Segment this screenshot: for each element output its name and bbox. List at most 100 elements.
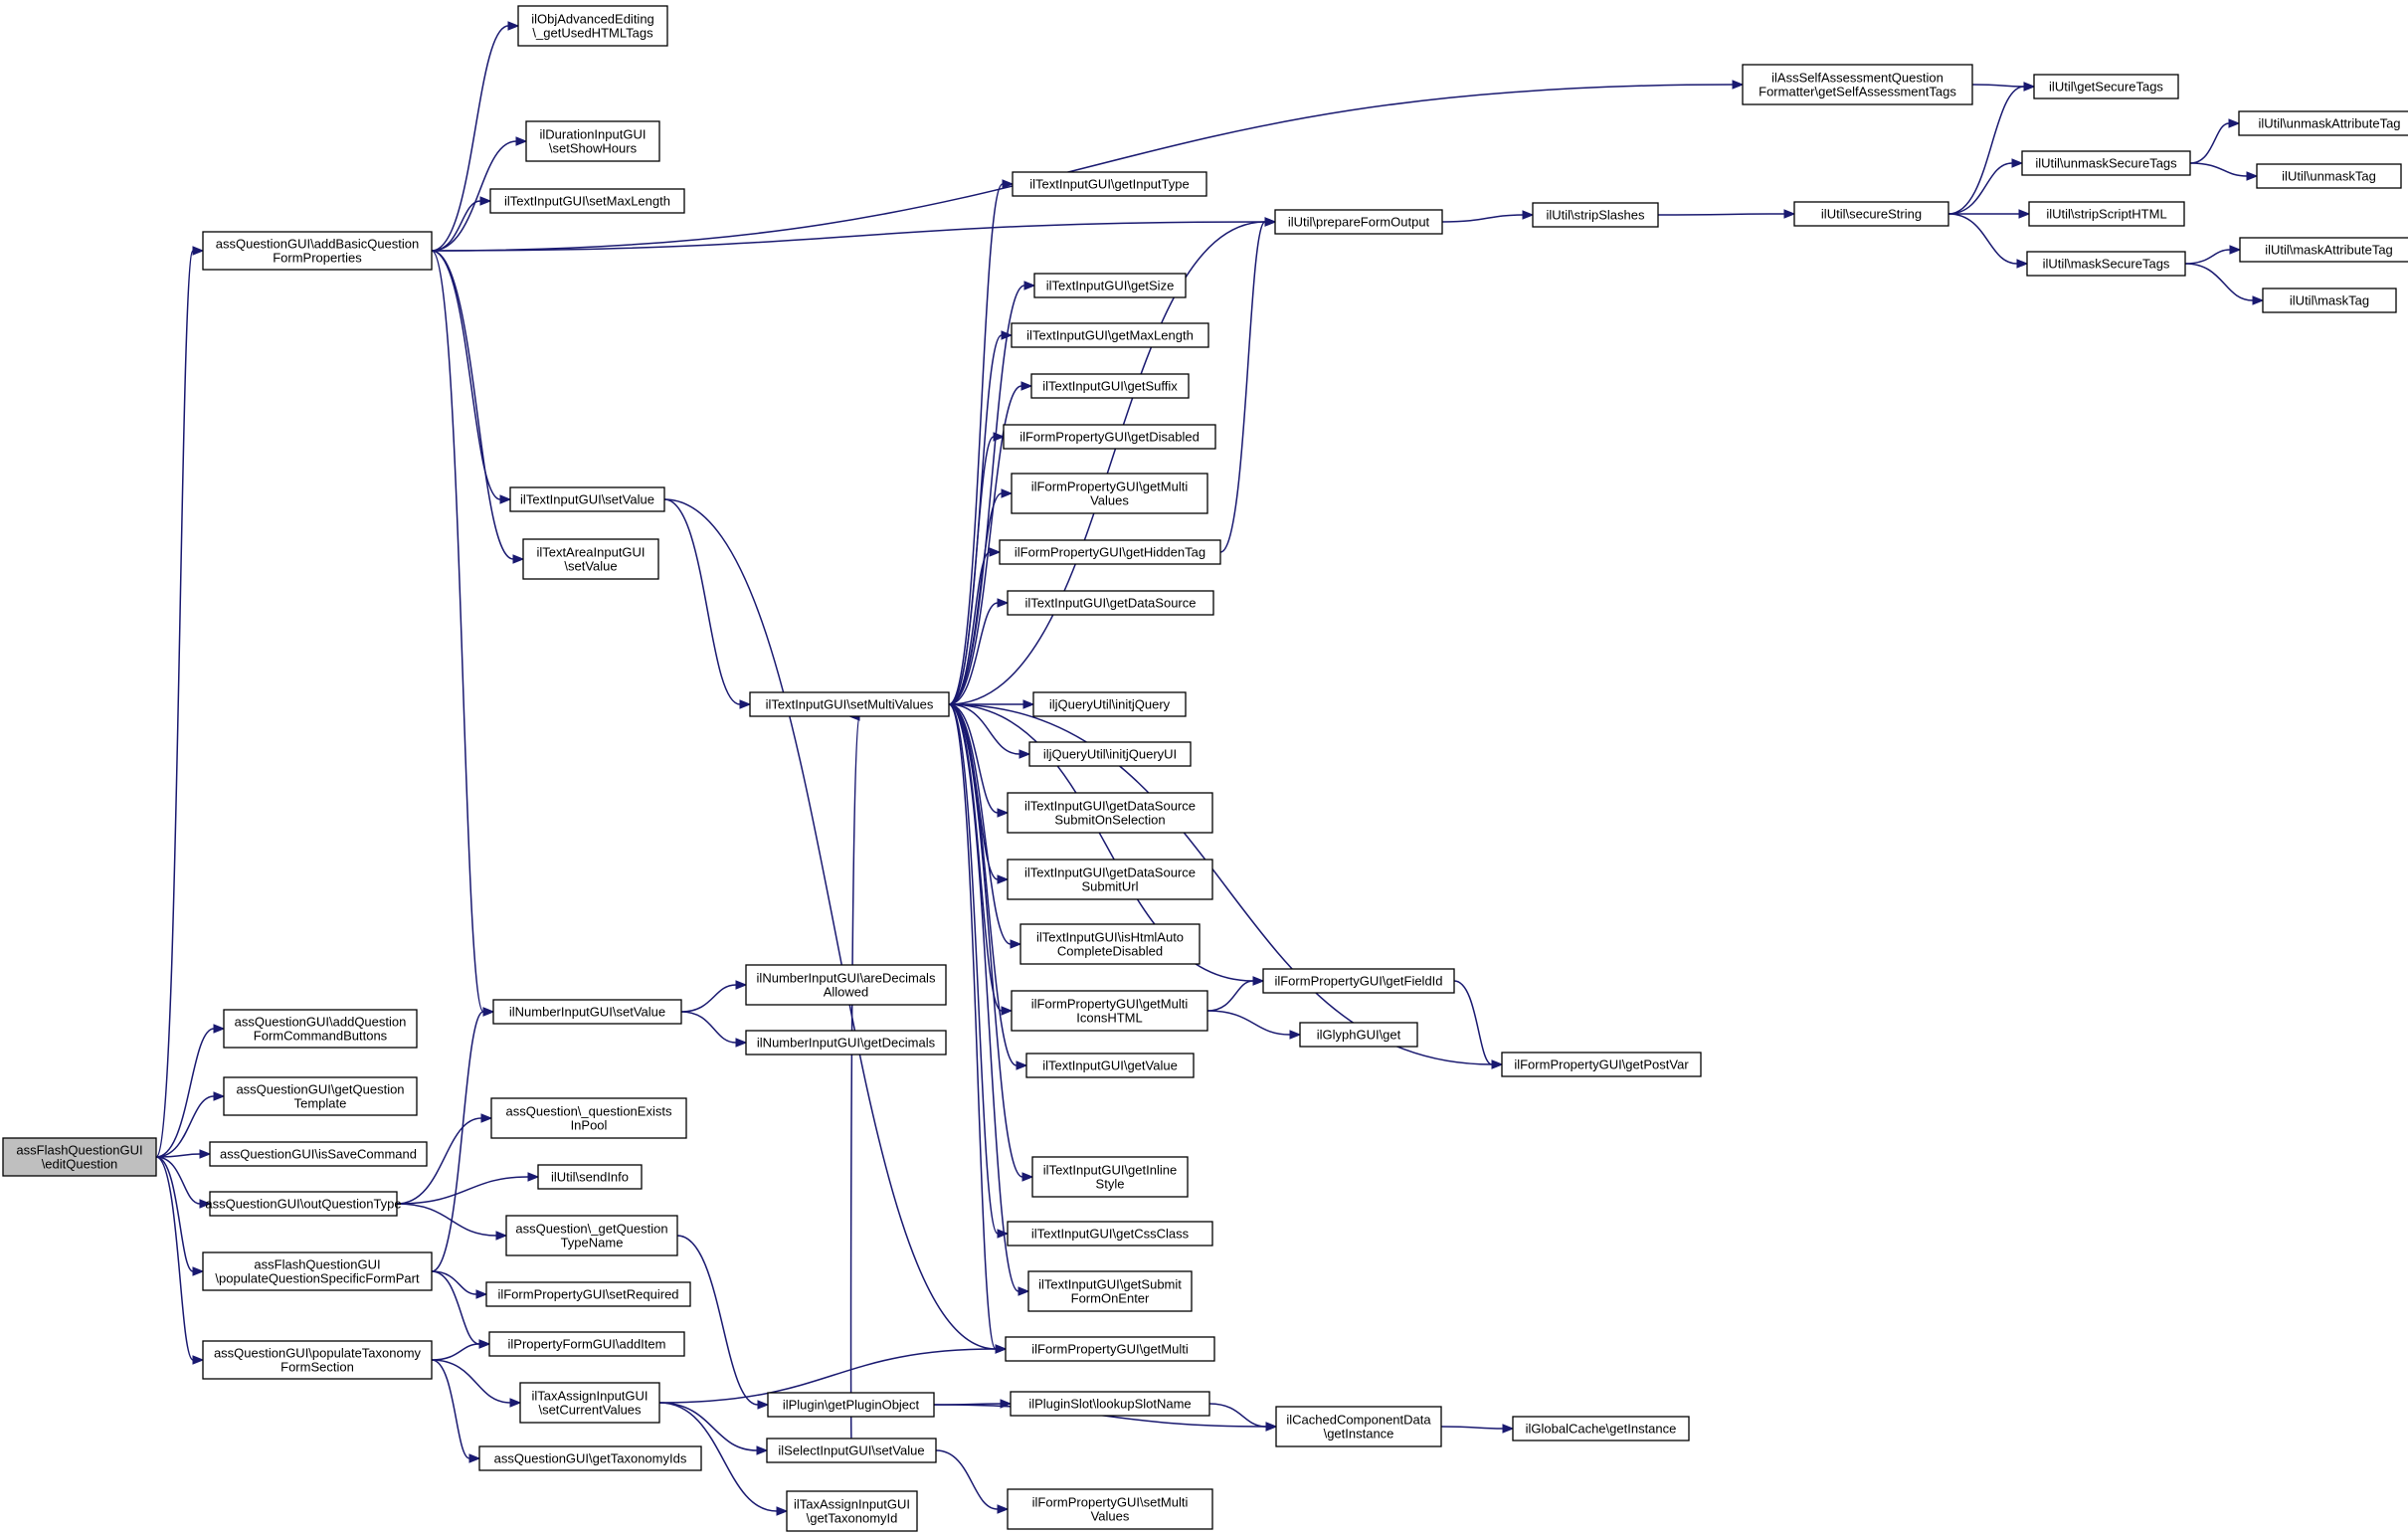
node-getSecureTags[interactable]: ilUtil\getSecureTags (2033, 74, 2179, 99)
node-getUsedHTMLTags[interactable]: ilObjAdvancedEditing\_getUsedHTMLTags (517, 5, 668, 47)
edge-arrowhead (1502, 1424, 1515, 1434)
edge-arrowhead (997, 598, 1010, 608)
node-label: SubmitOnSelection (1054, 813, 1165, 828)
node-getMaxLength[interactable]: ilTextInputGUI\getMaxLength (1011, 322, 1209, 348)
node-label: ilUtil\getSecureTags (2049, 80, 2163, 95)
node-getHiddenTag[interactable]: ilFormPropertyGUI\getHiddenTag (999, 539, 1221, 565)
edge-outQuestionType-to-getQuestionTypeName (396, 1203, 508, 1241)
node-editQuestion[interactable]: assFlashQuestionGUI\editQuestion (2, 1137, 157, 1177)
node-isHtmlAutoCompleteDisabled[interactable]: ilTextInputGUI\isHtmlAutoCompleteDisable… (1019, 923, 1201, 965)
edge-arrowhead (199, 1199, 212, 1209)
node-stripSlashes[interactable]: ilUtil\stripSlashes (1532, 202, 1659, 228)
node-setMultiValuesFP[interactable]: ilFormPropertyGUI\setMultiValues (1007, 1488, 1213, 1530)
edge-arrowhead (997, 1504, 1010, 1514)
node-label: ilTextInputGUI\getInputType (1029, 177, 1189, 192)
node-secureString[interactable]: ilUtil\secureString (1793, 201, 1949, 227)
node-box (1011, 322, 1209, 348)
node-getDataSourceSubmitOnSelection[interactable]: ilTextInputGUI\getDataSourceSubmitOnSele… (1007, 792, 1213, 834)
node-box (1033, 273, 1187, 298)
node-selectSetValue[interactable]: ilSelectInputGUI\setValue (766, 1438, 937, 1463)
node-sendInfo[interactable]: ilUtil\sendInfo (537, 1164, 643, 1190)
node-globalCacheGetInstance[interactable]: ilGlobalCache\getInstance (1512, 1416, 1690, 1441)
node-prepareFormOutput[interactable]: ilUtil\prepareFormOutput (1274, 209, 1443, 235)
node-label: ilSelectInputGUI\setValue (778, 1443, 924, 1458)
node-stripScriptHTML[interactable]: ilUtil\stripScriptHTML (2028, 201, 2185, 227)
edge-setMultiValues-to-getDataSourceSubmitOnSelection (948, 703, 1010, 818)
edge-line (948, 703, 1012, 945)
node-initjQuery[interactable]: iljQueryUtil\initjQuery (1032, 691, 1187, 717)
node-textAreaSetValue[interactable]: ilTextAreaInputGUI\setValue (522, 538, 659, 580)
node-addQuestionFormCommandButtons[interactable]: assQuestionGUI\addQuestionFormCommandBut… (223, 1009, 418, 1049)
edge-populateTaxonomyFormSection-to-addItem (431, 1339, 491, 1361)
edge-line (948, 703, 1023, 1178)
node-setShowHours[interactable]: ilDurationInputGUI\setShowHours (525, 120, 660, 162)
node-unmaskSecureTags[interactable]: ilUtil\unmaskSecureTags (2021, 150, 2191, 176)
node-setRequired[interactable]: ilFormPropertyGUI\setRequired (485, 1281, 691, 1307)
node-unmaskTag[interactable]: ilUtil\unmaskTag (2256, 163, 2402, 189)
edge-line (1947, 86, 2025, 215)
edge-arrowhead (735, 1038, 748, 1048)
node-numberSetValue[interactable]: ilNumberInputGUI\setValue (492, 999, 682, 1025)
node-getInputType[interactable]: ilTextInputGUI\getInputType (1012, 171, 1207, 197)
node-box (1007, 590, 1214, 616)
node-getDataSource[interactable]: ilTextInputGUI\getDataSource (1007, 590, 1214, 616)
node-addBasicQuestionFormProperties[interactable]: assQuestionGUI\addBasicQuestionFormPrope… (202, 231, 433, 271)
node-maskAttributeTag[interactable]: ilUtil\maskAttributeTag (2239, 237, 2408, 263)
node-getSelfAssessmentTags[interactable]: ilAssSelfAssessmentQuestionFormatter\get… (1742, 64, 1973, 105)
node-isSaveCommand[interactable]: assQuestionGUI\isSaveCommand (209, 1141, 428, 1167)
edge-editQuestion-to-populateTaxonomyFormSection (155, 1156, 205, 1365)
edge-arrowhead (2246, 171, 2259, 181)
node-getCssClass[interactable]: ilTextInputGUI\getCssClass (1007, 1221, 1213, 1247)
node-lookupSlotName[interactable]: ilPluginSlot\lookupSlotName (1010, 1391, 1210, 1417)
edge-textSetValue-to-getMulti (663, 498, 1008, 1354)
node-label: Values (1090, 493, 1129, 508)
node-populateQuestionSpecificFormPart[interactable]: assFlashQuestionGUI\populateQuestionSpec… (202, 1251, 433, 1291)
node-populateTaxonomyFormSection[interactable]: assQuestionGUI\populateTaxonomyFormSecti… (202, 1340, 433, 1380)
edge-line (680, 1011, 737, 1044)
node-getPluginObject[interactable]: ilPlugin\getPluginObject (767, 1392, 935, 1418)
node-outQuestionType[interactable]: assQuestionGUI\outQuestionType (205, 1191, 402, 1217)
node-getFieldId[interactable]: ilFormPropertyGUI\getFieldId (1262, 968, 1455, 994)
node-setCurrentValues[interactable]: ilTaxAssignInputGUI\setCurrentValues (519, 1382, 660, 1424)
node-unmaskAttributeTag[interactable]: ilUtil\unmaskAttributeTag (2238, 110, 2408, 136)
edge-line (948, 703, 999, 814)
node-initjQueryUI[interactable]: iljQueryUtil\initjQueryUI (1028, 741, 1192, 767)
node-textGetValue[interactable]: ilTextInputGUI\getValue (1025, 1053, 1195, 1078)
node-addItem[interactable]: ilPropertyFormGUI\addItem (488, 1331, 685, 1357)
node-getMulti[interactable]: ilFormPropertyGUI\getMulti (1005, 1336, 1215, 1362)
node-getSize[interactable]: ilTextInputGUI\getSize (1033, 273, 1187, 298)
node-setMaxLength[interactable]: ilTextInputGUI\setMaxLength (489, 188, 685, 214)
node-getDisabled[interactable]: ilFormPropertyGUI\getDisabled (1003, 424, 1216, 450)
node-getSuffix[interactable]: ilTextInputGUI\getSuffix (1030, 373, 1190, 399)
node-box (766, 1438, 937, 1463)
node-label: ilObjAdvancedEditing (531, 12, 654, 27)
node-glyphGet[interactable]: ilGlyphGUI\get (1299, 1022, 1418, 1048)
node-maskTag[interactable]: ilUtil\maskTag (2262, 288, 2397, 313)
edge-getQuestionTypeName-to-getPluginObject (676, 1235, 770, 1410)
node-maskSecureTags[interactable]: ilUtil\maskSecureTags (2026, 251, 2186, 277)
node-getPostVar[interactable]: ilFormPropertyGUI\getPostVar (1501, 1052, 1702, 1077)
edge-getHiddenTag-to-prepareFormOutput (1219, 217, 1277, 553)
node-setMultiValues[interactable]: ilTextInputGUI\setMultiValues (749, 691, 950, 717)
node-getDecimals[interactable]: ilNumberInputGUI\getDecimals (745, 1030, 947, 1056)
node-box (1532, 202, 1659, 228)
node-layer: assFlashQuestionGUI\editQuestion assQuest… (2, 5, 2408, 1532)
node-getTaxonomyIds[interactable]: assQuestionGUI\getTaxonomyIds (478, 1445, 702, 1471)
node-cachedGetInstance[interactable]: ilCachedComponentData\getInstance (1275, 1406, 1442, 1447)
edge-outQuestionType-to-sendInfo (396, 1172, 540, 1205)
node-box (1012, 171, 1207, 197)
edge-line (658, 1348, 997, 1404)
node-getTaxonomyId[interactable]: ilTaxAssignInputGUI\getTaxonomyId (786, 1490, 918, 1532)
node-textSetValue[interactable]: ilTextInputGUI\setValue (509, 486, 665, 512)
edge-arrowhead (1522, 210, 1535, 220)
